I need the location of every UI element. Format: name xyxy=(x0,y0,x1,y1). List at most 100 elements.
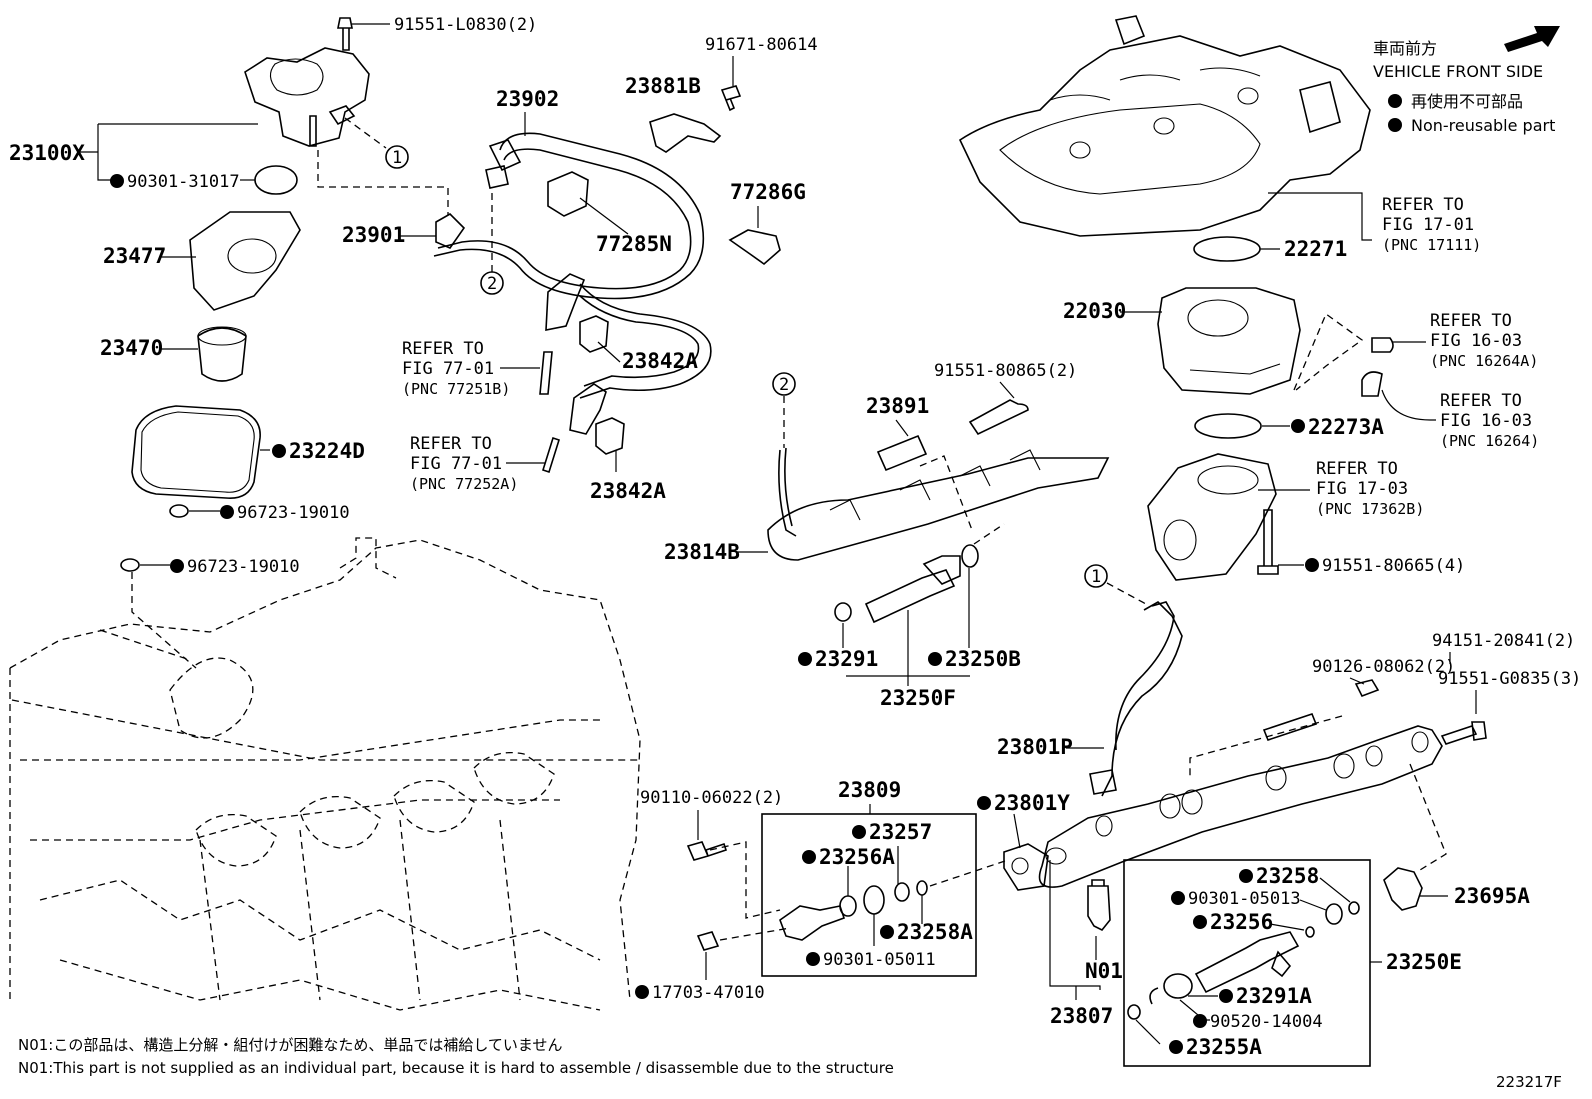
part-label-23291A: 23291A xyxy=(1236,984,1312,1008)
callout-2-b: 2 xyxy=(779,375,789,395)
gasket-shape xyxy=(131,405,261,499)
part-label-23477: 23477 xyxy=(103,244,166,268)
refer-17362B[interactable]: REFER TO FIG 17-03 (PNC 17362B) xyxy=(1316,459,1424,518)
damper-shape xyxy=(876,434,928,472)
non-reusable-dot-icon xyxy=(852,825,866,839)
ref-line: REFER TO xyxy=(1440,391,1522,411)
throttle-body-shape xyxy=(1157,287,1301,395)
non-reusable-dot-icon xyxy=(272,444,286,458)
ref-line: (PNC 17362B) xyxy=(1316,500,1424,518)
non-reusable-dot-icon xyxy=(1169,1040,1183,1054)
part-label-23257: 23257 xyxy=(869,820,932,844)
injector-shape xyxy=(864,569,956,624)
bolt-shape-c xyxy=(1440,721,1487,745)
ref-line: FIG 16-03 xyxy=(1430,331,1522,351)
part-label-91551-80665: 91551-80665(4) xyxy=(1322,556,1465,576)
part-label-23809: 23809 xyxy=(838,778,901,802)
part-label-91551-G0835: 91551-G0835(3) xyxy=(1438,669,1581,689)
non-reusable-dot-icon xyxy=(880,925,894,939)
part-label-23258A: 23258A xyxy=(897,920,973,944)
refer-77251B[interactable]: REFER TO FIG 77-01 (PNC 77251B) xyxy=(402,339,510,398)
refer-17111[interactable]: REFER TO FIG 17-01 (PNC 17111) xyxy=(1382,195,1481,254)
part-label-23842A-b: 23842A xyxy=(590,479,666,503)
part-label-23250E: 23250E xyxy=(1386,950,1462,974)
part-label-22030: 22030 xyxy=(1063,299,1126,323)
callout-1-b: 1 xyxy=(1091,567,1101,587)
callouts: 1 2 2 1 xyxy=(385,145,1147,605)
part-label-22273A: 22273A xyxy=(1308,415,1384,439)
non-reusable-dot-icon xyxy=(1171,891,1185,905)
ref-line: REFER TO xyxy=(1316,459,1398,479)
non-reusable-dot-icon xyxy=(1239,869,1253,883)
part-label-23291: 23291 xyxy=(815,647,878,671)
legend-vehicle-front-en: VEHICLE FRONT SIDE xyxy=(1373,62,1543,81)
clip-shape xyxy=(728,229,781,266)
non-reusable-dot-icon xyxy=(802,850,816,864)
intake-manifold-group: REFER TO FIG 17-01 (PNC 17111) 22271 220… xyxy=(958,15,1539,581)
clamp-shape xyxy=(547,171,589,217)
non-reusable-dot-icon xyxy=(1388,94,1402,108)
part-label-90126-08062: 90126-08062(2) xyxy=(1312,657,1455,677)
part-label-23842A-a: 23842A xyxy=(622,349,698,373)
part-label-23695A: 23695A xyxy=(1454,884,1530,908)
refer-16264[interactable]: REFER TO FIG 16-03 (PNC 16264) xyxy=(1440,391,1539,450)
callout-1: 1 xyxy=(392,148,402,168)
bolt-shape xyxy=(337,17,353,51)
ref-line: REFER TO xyxy=(410,434,492,454)
ref-line: (PNC 77251B) xyxy=(402,380,510,398)
non-reusable-dot-icon xyxy=(1388,118,1402,132)
kit-23250E-group: 23250E 23258 90301-05013 23256 23291A 90… xyxy=(1123,859,1462,1067)
pump-lifter-shape xyxy=(197,327,247,382)
refer-77252A[interactable]: REFER TO FIG 77-01 (PNC 77252A) xyxy=(410,434,518,493)
injector-kit-box xyxy=(1123,859,1371,1067)
non-reusable-dot-icon xyxy=(635,985,649,999)
non-reusable-dot-icon xyxy=(928,652,942,666)
ref-line: (PNC 16264) xyxy=(1440,432,1539,450)
part-label-23901: 23901 xyxy=(342,223,405,247)
part-label-96723-19010-b: 96723-19010 xyxy=(187,557,300,577)
part-label-96723-19010-a: 96723-19010 xyxy=(237,503,350,523)
part-label-91671-80614: 91671-80614 xyxy=(705,35,818,55)
part-label-23255A: 23255A xyxy=(1186,1035,1262,1059)
legend-non-reusable-jp: 再使用不可部品 xyxy=(1411,92,1523,111)
part-label-90520-14004: 90520-14004 xyxy=(1210,1012,1323,1032)
engine-block-group xyxy=(9,537,641,1011)
bolt-90110-group: 90110-06022(2) 17703-47010 xyxy=(635,788,783,1003)
part-label-90301-31017: 90301-31017 xyxy=(127,172,240,192)
hose-connector-shape xyxy=(435,213,466,249)
part-label-23801Y: 23801Y xyxy=(994,791,1070,815)
part-label-91551-L0830: 91551-L0830(2) xyxy=(394,15,537,35)
non-reusable-dot-icon xyxy=(977,796,991,810)
part-label-90301-05013: 90301-05013 xyxy=(1188,889,1301,909)
refer-16264A[interactable]: REFER TO FIG 16-03 (PNC 16264A) xyxy=(1430,311,1538,370)
ref-line: (PNC 77252A) xyxy=(410,475,518,493)
non-reusable-dot-icon xyxy=(220,505,234,519)
ref-line: FIG 77-01 xyxy=(402,359,494,379)
clip-shape-b xyxy=(1383,867,1423,911)
delivery-pipe-left-group: 91551-80865(2) 23891 23814B 23291 23250B… xyxy=(664,361,1110,710)
high-pressure-pump-shape xyxy=(244,47,370,147)
legend-vehicle-front-jp: 車両前方 xyxy=(1373,39,1437,58)
part-label-90110-06022: 90110-06022(2) xyxy=(640,788,783,808)
fuel-hose-group: 91671-80614 23881B 23902 23901 77285N 77… xyxy=(342,35,818,503)
figure-id: 223217F xyxy=(1496,1073,1562,1091)
bolt-shape-d xyxy=(686,841,728,861)
delivery-pipe-shape xyxy=(767,457,1110,561)
part-label-23256A: 23256A xyxy=(819,845,895,869)
bolt-shape-b xyxy=(968,399,1029,436)
ref-line: REFER TO xyxy=(1430,311,1512,331)
o-ring-shape xyxy=(254,165,298,195)
part-label-23224D: 23224D xyxy=(289,439,365,463)
fuel-rail-group: 94151-20841(2) 90126-08062(2) 91551-G083… xyxy=(977,601,1581,1028)
part-label-23250B: 23250B xyxy=(945,647,1021,671)
pump-lifter-guide-shape xyxy=(189,211,301,311)
part-label-90301-05011: 90301-05011 xyxy=(823,950,936,970)
gasket-plate-shape xyxy=(1003,843,1049,891)
part-label-91551-80865: 91551-80865(2) xyxy=(934,361,1077,381)
callout-2: 2 xyxy=(487,274,497,294)
part-label-23801P: 23801P xyxy=(997,735,1073,759)
kit-box xyxy=(761,813,977,977)
intake-manifold-shape xyxy=(958,35,1371,237)
part-label-23881B: 23881B xyxy=(625,74,701,98)
non-reusable-dot-icon xyxy=(798,652,812,666)
